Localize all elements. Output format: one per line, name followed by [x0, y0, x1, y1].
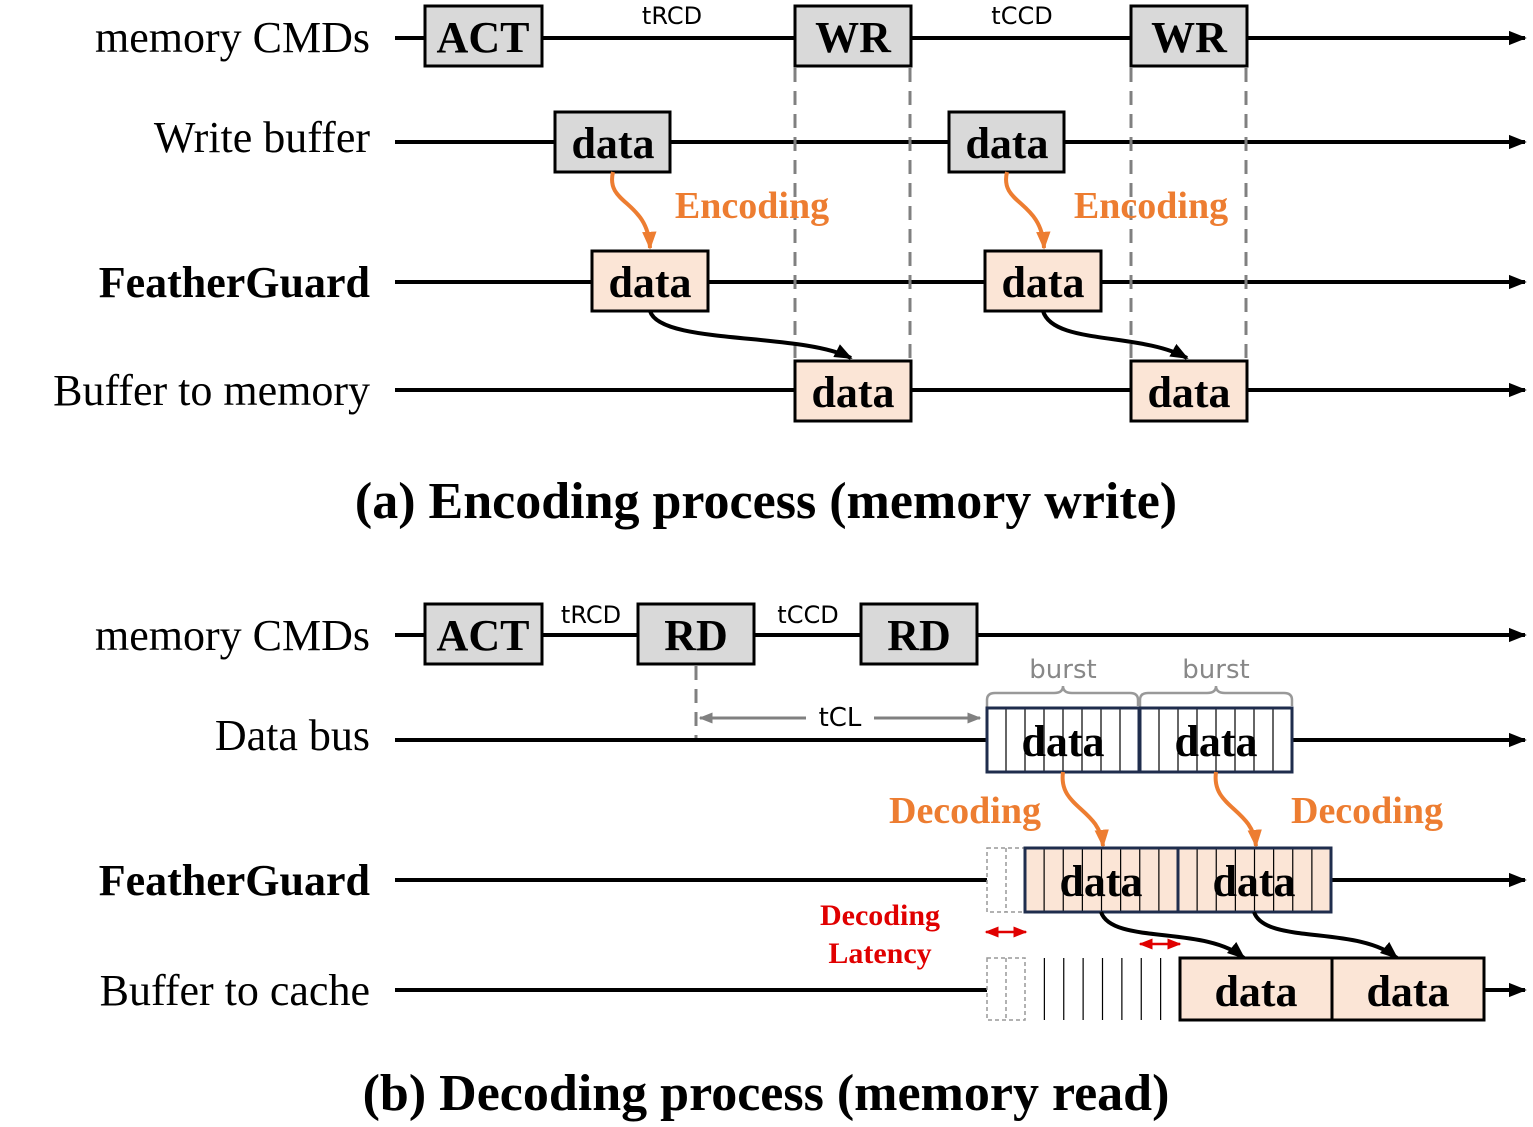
enc-write-buffer-data-box: [553, 110, 672, 174]
dec-burst-brace: [1138, 685, 1294, 708]
dec-timing-trcd: tRCD: [561, 601, 621, 629]
enc-row-label-buffer-to-memory: Buffer to memory: [53, 366, 370, 415]
enc-data-label: data: [965, 119, 1048, 168]
dec-decoding-label: Decoding: [1291, 790, 1443, 832]
dec-cmd-rd-box: [636, 602, 756, 666]
dec-transfer-arrow: [1252, 911, 1399, 960]
dec-burst-label: burst: [1029, 655, 1096, 685]
enc-data-label: data: [1001, 258, 1084, 307]
dec-timing-tccd: tCCD: [777, 601, 838, 629]
dec-cmd-act-box: [423, 602, 544, 666]
dec-data-label: data: [1366, 967, 1449, 1016]
enc-cmd-wr-box: [1129, 4, 1249, 68]
dec-data-label: data: [1214, 967, 1297, 1016]
dec-tcl-label: tCL: [819, 703, 862, 733]
enc-data-label: data: [811, 368, 894, 417]
dec-transfer-arrow: [1099, 911, 1246, 960]
enc-data-label: data: [608, 258, 691, 307]
enc-timing-trcd: tRCD: [642, 2, 702, 30]
dec-decoding-arrow: [1213, 771, 1262, 848]
dec-latency-label-line1: Decoding: [820, 899, 940, 932]
dec-data-bus-cells: [987, 708, 1292, 772]
enc-cmd-wr-box: [793, 4, 913, 68]
dec-burst-label: burst: [1182, 655, 1249, 685]
enc-buffer-data-box: [1129, 359, 1249, 423]
enc-transfer-arrow: [648, 310, 853, 360]
dec-featherguard-cells: [1025, 848, 1331, 912]
dec-caption: (b) Decoding process (memory read): [363, 1065, 1170, 1122]
dec-data-label: data: [1059, 857, 1142, 906]
enc-cmd-wr-label: WR: [815, 13, 892, 62]
dec-decoding-arrow: [1060, 771, 1109, 848]
dec-cmd-rd-box: [859, 602, 979, 666]
enc-encoding-arrow: [610, 171, 657, 250]
dec-row-label-buffer-to-cache: Buffer to cache: [100, 966, 370, 1015]
dec-cmd-rd-label: RD: [664, 611, 728, 660]
dec-cache-data-box: [1330, 956, 1486, 1022]
dec-row-label-featherguard: FeatherGuard: [99, 856, 370, 905]
enc-encoding-arrow: [1004, 171, 1051, 250]
enc-encoding-label: Encoding: [675, 185, 829, 227]
dec-cmd-rd-label: RD: [887, 611, 951, 660]
dec-burst-brace: [985, 685, 1140, 708]
enc-caption: (a) Encoding process (memory write): [355, 473, 1177, 530]
enc-cmd-wr-label: WR: [1151, 13, 1228, 62]
dec-tcl-label-bg: [806, 702, 874, 732]
enc-data-label: data: [571, 119, 654, 168]
enc-buffer-data-box: [793, 359, 913, 423]
dec-row-label-data-bus: Data bus: [215, 711, 370, 760]
enc-row-label-cmds: memory CMDs: [95, 13, 370, 62]
dec-cache-cells: [1025, 958, 1180, 1020]
dec-data-label: data: [1174, 717, 1257, 766]
dec-cmd-act-label: ACT: [437, 611, 530, 660]
decoding-panel: memory CMDs Data bus FeatherGuard Buffer…: [95, 601, 1527, 1122]
enc-data-label: data: [1147, 368, 1230, 417]
dec-latency-label-line2: Latency: [828, 937, 931, 970]
enc-timing-tccd: tCCD: [991, 2, 1052, 30]
enc-cmd-act-label: ACT: [437, 13, 530, 62]
encoding-panel: memory CMDs Write buffer FeatherGuard Bu…: [53, 2, 1527, 530]
enc-featherguard-data-box: [590, 249, 710, 313]
enc-featherguard-data-box: [983, 249, 1103, 313]
enc-row-label-write-buffer: Write buffer: [154, 113, 370, 162]
dec-decoding-label: Decoding: [889, 790, 1041, 832]
dec-data-label: data: [1212, 857, 1295, 906]
enc-cmd-act-box: [423, 4, 544, 68]
enc-encoding-label: Encoding: [1074, 185, 1228, 227]
dec-data-label: data: [1021, 717, 1104, 766]
dec-row-label-cmds: memory CMDs: [95, 611, 370, 660]
enc-transfer-arrow: [1041, 310, 1189, 360]
enc-row-label-featherguard: FeatherGuard: [99, 258, 370, 307]
